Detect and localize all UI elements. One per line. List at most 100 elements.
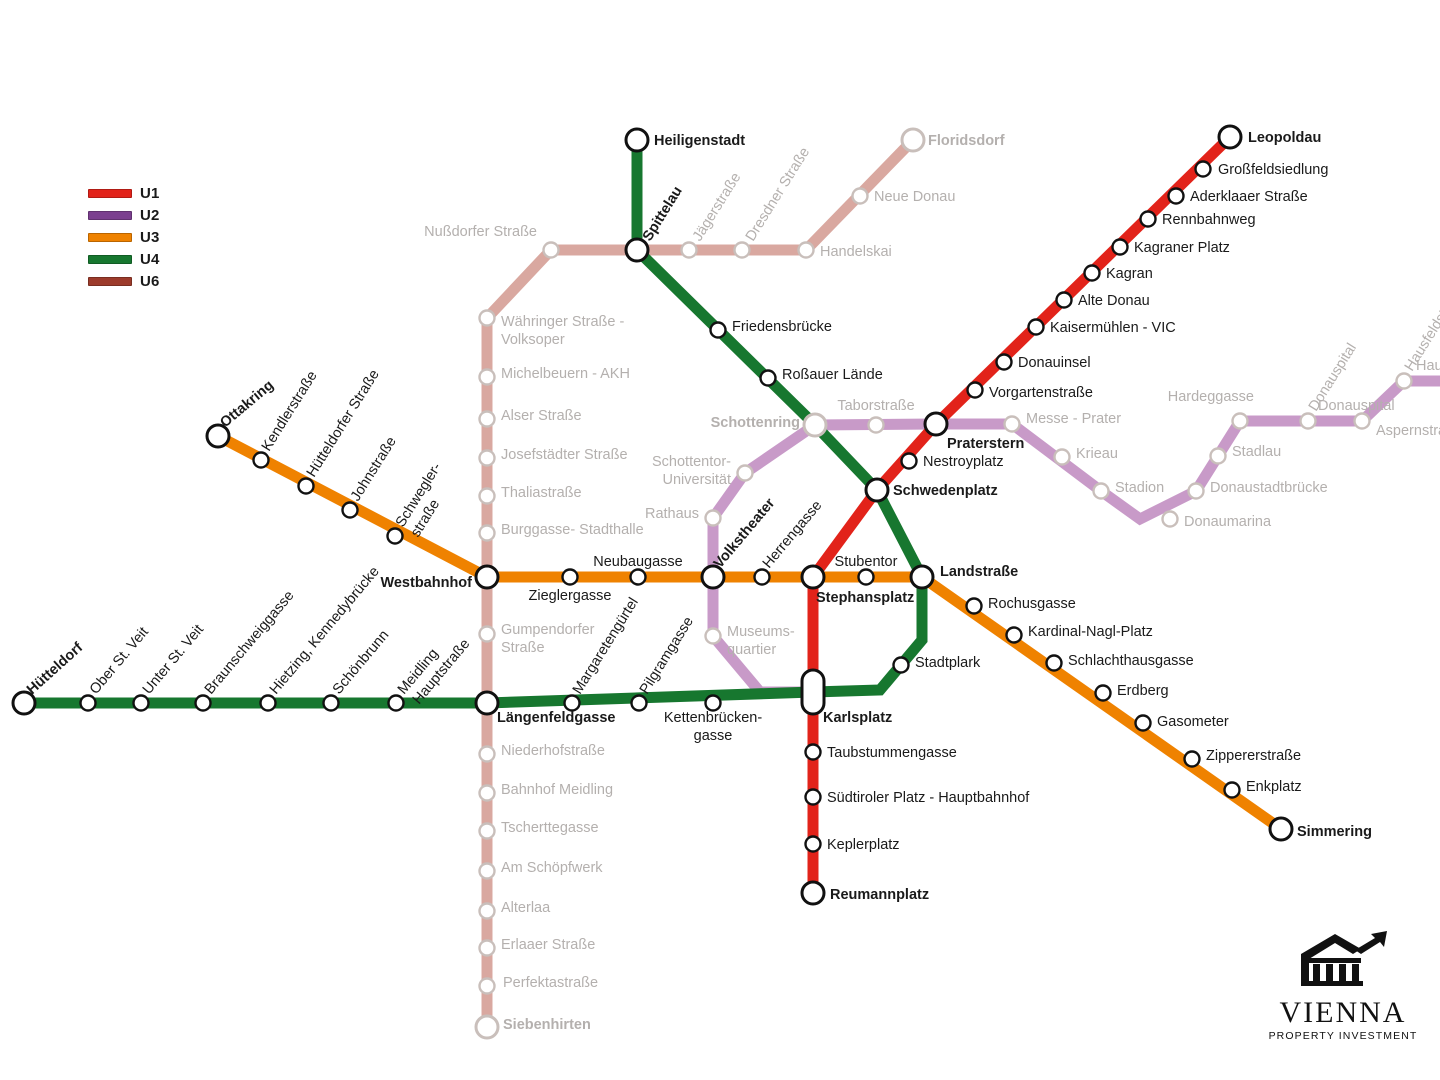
- station-marker[interactable]: [1083, 264, 1101, 282]
- legend-item-u3[interactable]: U3: [88, 226, 208, 248]
- station-marker[interactable]: [478, 410, 496, 428]
- station-marker[interactable]: [478, 625, 496, 643]
- station-marker[interactable]: [864, 477, 890, 503]
- station-marker[interactable]: [736, 464, 754, 482]
- station-marker[interactable]: [1027, 318, 1045, 336]
- station-marker[interactable]: [1194, 160, 1212, 178]
- station-marker[interactable]: [259, 694, 277, 712]
- station-marker[interactable]: [900, 452, 918, 470]
- station-marker[interactable]: [804, 835, 822, 853]
- station-marker[interactable]: [1209, 447, 1227, 465]
- station-marker[interactable]: [478, 784, 496, 802]
- station-marker[interactable]: [630, 694, 648, 712]
- station-marker[interactable]: [867, 416, 885, 434]
- station-marker-major: [800, 564, 826, 590]
- station-marker[interactable]: [753, 568, 771, 586]
- station-marker[interactable]: [900, 127, 926, 153]
- legend-item-u1[interactable]: U1: [88, 182, 208, 204]
- station-marker[interactable]: [1223, 781, 1241, 799]
- station-marker[interactable]: [1353, 412, 1371, 430]
- station-marker[interactable]: [474, 1014, 500, 1040]
- station-marker[interactable]: [341, 501, 359, 519]
- station-marker[interactable]: [800, 564, 826, 590]
- station-marker[interactable]: [1167, 187, 1185, 205]
- station-marker[interactable]: [474, 564, 500, 590]
- station-marker[interactable]: [387, 694, 405, 712]
- station-marker[interactable]: [1092, 482, 1110, 500]
- station-label: Taborstraße: [837, 398, 914, 414]
- station-label: Praterstern: [947, 436, 1024, 452]
- station-marker[interactable]: [800, 880, 826, 906]
- station-marker[interactable]: [892, 656, 910, 674]
- station-marker[interactable]: [995, 353, 1013, 371]
- station-marker[interactable]: [561, 568, 579, 586]
- station-marker[interactable]: [1268, 816, 1294, 842]
- station-marker[interactable]: [624, 237, 650, 263]
- station-marker[interactable]: [1231, 412, 1249, 430]
- station-marker[interactable]: [79, 694, 97, 712]
- station-marker[interactable]: [478, 822, 496, 840]
- station-marker[interactable]: [194, 694, 212, 712]
- legend-item-u4[interactable]: U4: [88, 248, 208, 270]
- station-marker[interactable]: [851, 187, 869, 205]
- station-marker[interactable]: [297, 477, 315, 495]
- station-marker[interactable]: [759, 369, 777, 387]
- station-marker[interactable]: [1161, 510, 1179, 528]
- station-marker[interactable]: [700, 564, 726, 590]
- station-marker[interactable]: [1183, 750, 1201, 768]
- station-marker[interactable]: [1055, 291, 1073, 309]
- station-marker[interactable]: [1053, 448, 1071, 466]
- station-marker[interactable]: [11, 690, 37, 716]
- station-marker[interactable]: [1094, 684, 1112, 702]
- station-marker[interactable]: [802, 412, 828, 438]
- station-marker[interactable]: [1187, 482, 1205, 500]
- station-marker[interactable]: [909, 564, 935, 590]
- station-marker[interactable]: [797, 241, 815, 259]
- station-marker[interactable]: [478, 745, 496, 763]
- station-marker[interactable]: [478, 309, 496, 327]
- station-marker[interactable]: [733, 241, 751, 259]
- station-marker[interactable]: [478, 524, 496, 542]
- station-marker[interactable]: [1299, 412, 1317, 430]
- station-marker[interactable]: [563, 694, 581, 712]
- station-marker[interactable]: [1134, 714, 1152, 732]
- station-label: Stadlau: [1232, 444, 1281, 460]
- station-marker[interactable]: [478, 487, 496, 505]
- station-marker[interactable]: [132, 694, 150, 712]
- station-marker[interactable]: [542, 241, 560, 259]
- station-marker[interactable]: [1003, 415, 1021, 433]
- legend-item-u2[interactable]: U2: [88, 204, 208, 226]
- station-marker[interactable]: [1395, 372, 1413, 390]
- station-marker[interactable]: [1111, 238, 1129, 256]
- station-marker[interactable]: [804, 788, 822, 806]
- station-marker[interactable]: [478, 368, 496, 386]
- station-marker[interactable]: [478, 862, 496, 880]
- station-marker[interactable]: [322, 694, 340, 712]
- station-marker[interactable]: [923, 411, 949, 437]
- station-marker[interactable]: [1217, 124, 1243, 150]
- station-marker[interactable]: [680, 241, 698, 259]
- station-marker[interactable]: [629, 568, 647, 586]
- station-marker[interactable]: [857, 568, 875, 586]
- station-marker[interactable]: [800, 668, 826, 716]
- station-marker[interactable]: [205, 423, 231, 449]
- station-marker[interactable]: [252, 451, 270, 469]
- station-marker[interactable]: [709, 321, 727, 339]
- station-marker[interactable]: [1005, 626, 1023, 644]
- legend-item-u6[interactable]: U6: [88, 270, 208, 292]
- station-marker[interactable]: [965, 597, 983, 615]
- station-marker[interactable]: [704, 627, 722, 645]
- station-marker[interactable]: [474, 690, 500, 716]
- station-marker[interactable]: [804, 743, 822, 761]
- station-marker[interactable]: [704, 509, 722, 527]
- station-marker[interactable]: [1139, 210, 1157, 228]
- station-marker[interactable]: [624, 127, 650, 153]
- station-marker[interactable]: [1045, 654, 1063, 672]
- station-marker[interactable]: [704, 694, 722, 712]
- station-marker[interactable]: [478, 449, 496, 467]
- station-marker[interactable]: [966, 381, 984, 399]
- station-marker[interactable]: [478, 939, 496, 957]
- station-marker[interactable]: [478, 977, 496, 995]
- station-marker[interactable]: [478, 902, 496, 920]
- station-marker[interactable]: [386, 527, 404, 545]
